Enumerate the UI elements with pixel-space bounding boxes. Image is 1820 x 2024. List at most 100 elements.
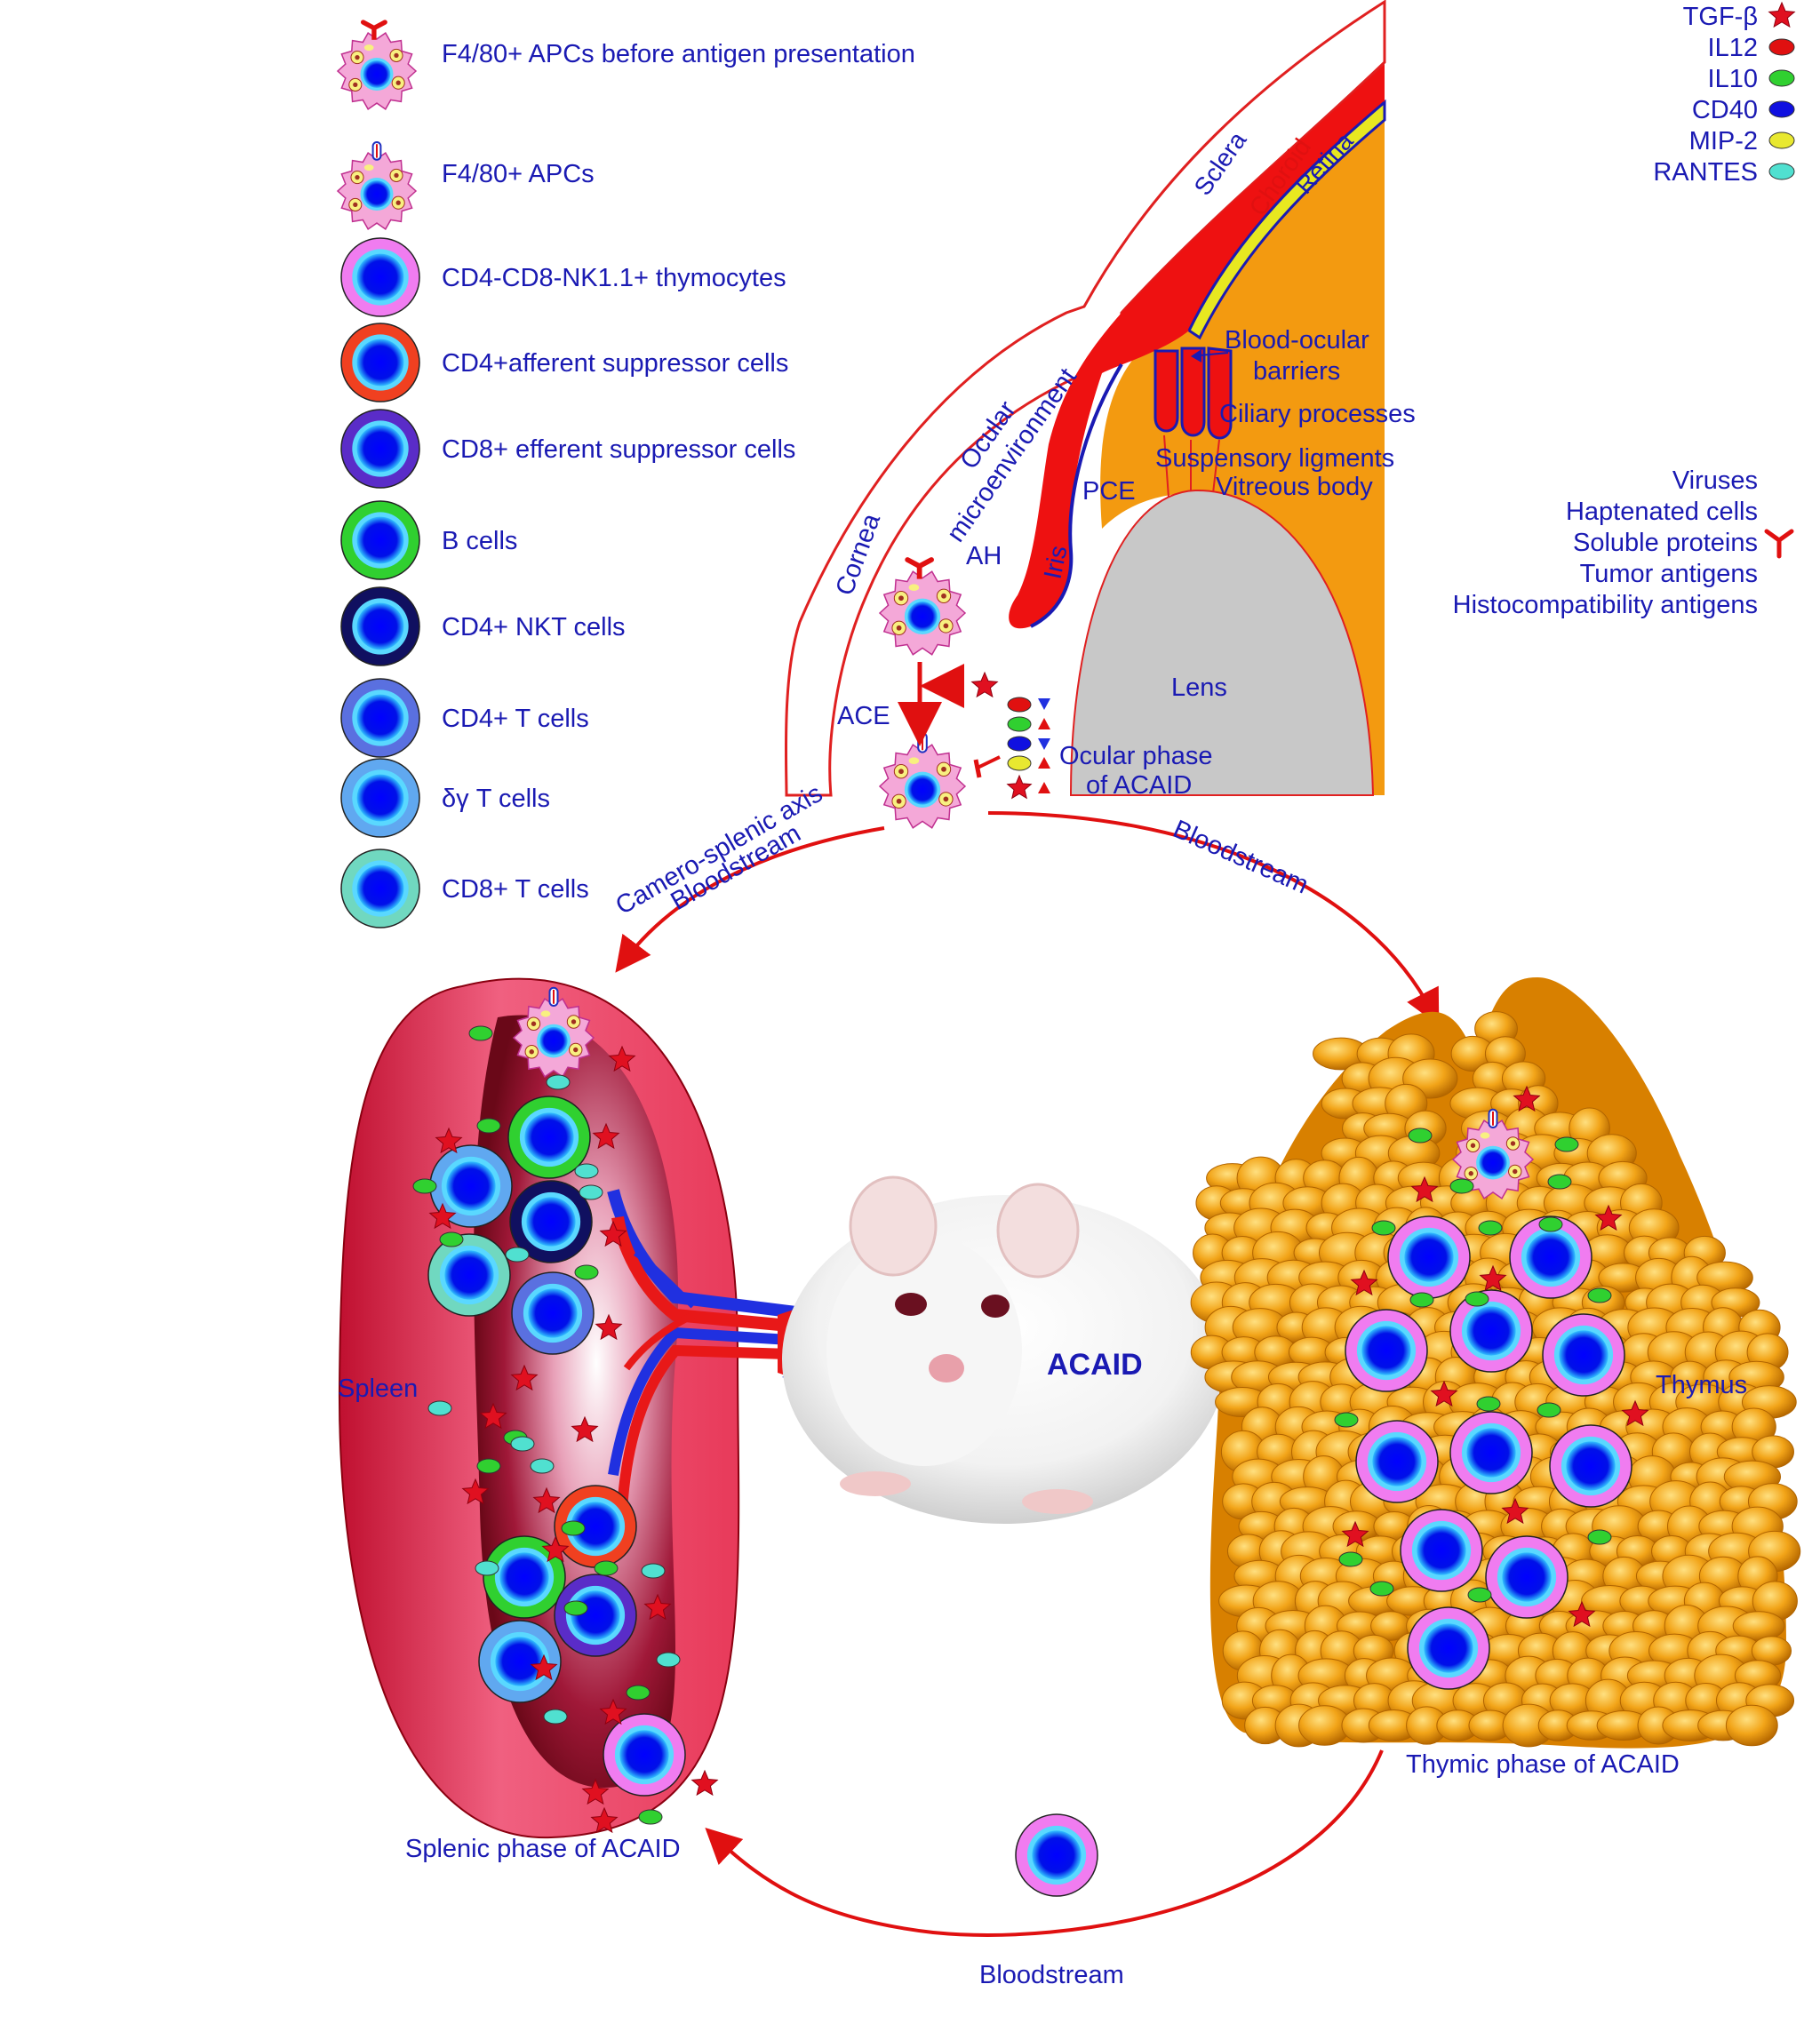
spleen-cd8-t-cell (427, 1233, 511, 1317)
spleen (338, 977, 818, 1839)
spleen-tgf-star (479, 1402, 507, 1430)
spleen-rantes (510, 1436, 535, 1452)
legend-cell-4 (340, 409, 420, 489)
thymic-phase-label: Thymic phase of ACAID (1406, 1750, 1680, 1779)
cytokine-label: RANTES (1653, 158, 1758, 187)
legend-cell-3 (340, 323, 420, 402)
spleen-tgf-star (599, 1698, 627, 1725)
thymus-il10 (1371, 1220, 1396, 1236)
legend-red-oval-icon (1768, 38, 1795, 56)
spleen-rantes (543, 1709, 568, 1725)
spleen-rantes (656, 1652, 681, 1668)
ocular-phase-label-1: Ocular phase (1059, 742, 1213, 770)
antigen-label: Histocompatibility antigens (1453, 591, 1758, 619)
cytokine-label: TGF-β (1683, 3, 1758, 31)
thymus-il10 (1449, 1178, 1474, 1194)
ciliary-label: Ciliary processes (1219, 400, 1416, 428)
thymus-il10 (1408, 1128, 1433, 1143)
thymus-thymocyte (1449, 1411, 1533, 1494)
spleen-il10 (626, 1685, 651, 1701)
spleen-tgf-star (530, 1653, 558, 1681)
thymus-thymocyte (1449, 1289, 1533, 1373)
cell-legend: F4/80+ APCs before antigen presentationF… (336, 20, 915, 928)
legend-cell-9 (340, 849, 420, 928)
spleen-tgf-star (608, 1045, 636, 1072)
spleen-rantes (530, 1458, 555, 1474)
choroid-blue-edge (1187, 100, 1385, 331)
legend-cell-label: CD4+ NKT cells (442, 613, 626, 641)
legend-star-icon (1768, 1, 1796, 28)
spleen-tgf-star (595, 1313, 623, 1341)
thymus-tgf-star (1513, 1085, 1541, 1112)
thymus-il10 (1409, 1292, 1434, 1308)
thymus-il10 (1476, 1396, 1501, 1412)
legend-apc-1 (336, 141, 418, 230)
spleen-rantes (546, 1074, 571, 1090)
blood-ocular-arrowhead (1191, 349, 1201, 363)
ace-label: ACE (837, 702, 890, 730)
spleen-tgf-star (690, 1769, 719, 1797)
spleen-rantes (641, 1563, 666, 1579)
suspensory-ligaments (1163, 434, 1220, 498)
legend-cyan-oval-icon (1768, 163, 1795, 180)
spleen-rantes (475, 1560, 499, 1576)
lens (1069, 489, 1375, 796)
splenic-phase-label: Splenic phase of ACAID (405, 1835, 681, 1863)
vitreous-body (1100, 111, 1385, 795)
thymus-il10 (1334, 1412, 1359, 1428)
legend-blue-oval-icon (1768, 100, 1795, 118)
spleen-cells (412, 986, 719, 1834)
spleen-nkt-cell (509, 1180, 593, 1263)
thymus-apc (1451, 1108, 1535, 1199)
legend-cell-8 (340, 758, 420, 838)
legend-cell-label: CD4+afferent suppressor cells (442, 349, 788, 378)
spleen-tgf-star (435, 1127, 463, 1154)
antigen-label: Haptenated cells (1566, 498, 1758, 526)
ace-il12 (1007, 697, 1032, 713)
suspensory-label: Suspensory ligments (1155, 444, 1394, 473)
spleen-il10 (638, 1809, 663, 1825)
thymus-il10 (1587, 1287, 1612, 1303)
antigen-label: Viruses (1672, 466, 1758, 495)
soluble-protein-icon (1764, 529, 1794, 559)
eye-apc-after (878, 732, 967, 829)
up-regulated-indicator (1038, 718, 1050, 729)
arrow-eye-to-spleen (615, 826, 885, 973)
spleen-rantes (579, 1184, 603, 1200)
cytokine-label: IL12 (1708, 34, 1758, 62)
ciliary-processes (1153, 347, 1233, 440)
thymus-tgf-star (1568, 1600, 1596, 1628)
cytokine-label: CD40 (1692, 96, 1758, 124)
thymus-il10 (1467, 1587, 1492, 1603)
spleen-thymocyte-cell (603, 1713, 686, 1797)
spleen-tgf-star (428, 1202, 457, 1230)
spleen-rantes (505, 1247, 530, 1263)
spleen-rantes (427, 1400, 452, 1416)
spleen-tgf-star (461, 1478, 490, 1505)
up-regulated-indicator (1038, 782, 1050, 793)
legend-cell-label: F4/80+ APCs before antigen presentation (442, 40, 915, 68)
ace-tgf-star-2 (1006, 774, 1033, 800)
eye-apcs (878, 557, 967, 829)
spleen-tgf-star (581, 1778, 610, 1805)
spleen-tgf-star (643, 1593, 672, 1621)
thymus-thymocyte (1407, 1606, 1490, 1690)
thymus-il10 (1338, 1551, 1363, 1567)
ocular-phase-label-2: of ACAID (1086, 771, 1192, 800)
spleen-il10 (563, 1600, 588, 1616)
thymus-tgf-star (1479, 1264, 1507, 1292)
thymus-cells (1334, 1085, 1649, 1690)
spleen-il10 (574, 1264, 599, 1280)
spleen-tgf-star (571, 1415, 599, 1443)
spleen-rantes (574, 1163, 599, 1179)
spleen-efferent-suppressor-cell (554, 1574, 637, 1657)
arrow-eye-to-thymus (987, 811, 1440, 1026)
vitreous-label: Vitreous body (1216, 473, 1373, 501)
spleen-tgf-star (599, 1220, 627, 1247)
legend-green-oval-icon (1768, 69, 1795, 87)
spleen-tgf-star (532, 1486, 561, 1514)
circulation-arrows (615, 811, 1440, 1937)
eye-section: Sclera Choroid Retina Blood-ocular barri… (784, 0, 1416, 800)
down-regulated-indicator (1038, 698, 1050, 710)
spleen-il10 (468, 1025, 493, 1041)
